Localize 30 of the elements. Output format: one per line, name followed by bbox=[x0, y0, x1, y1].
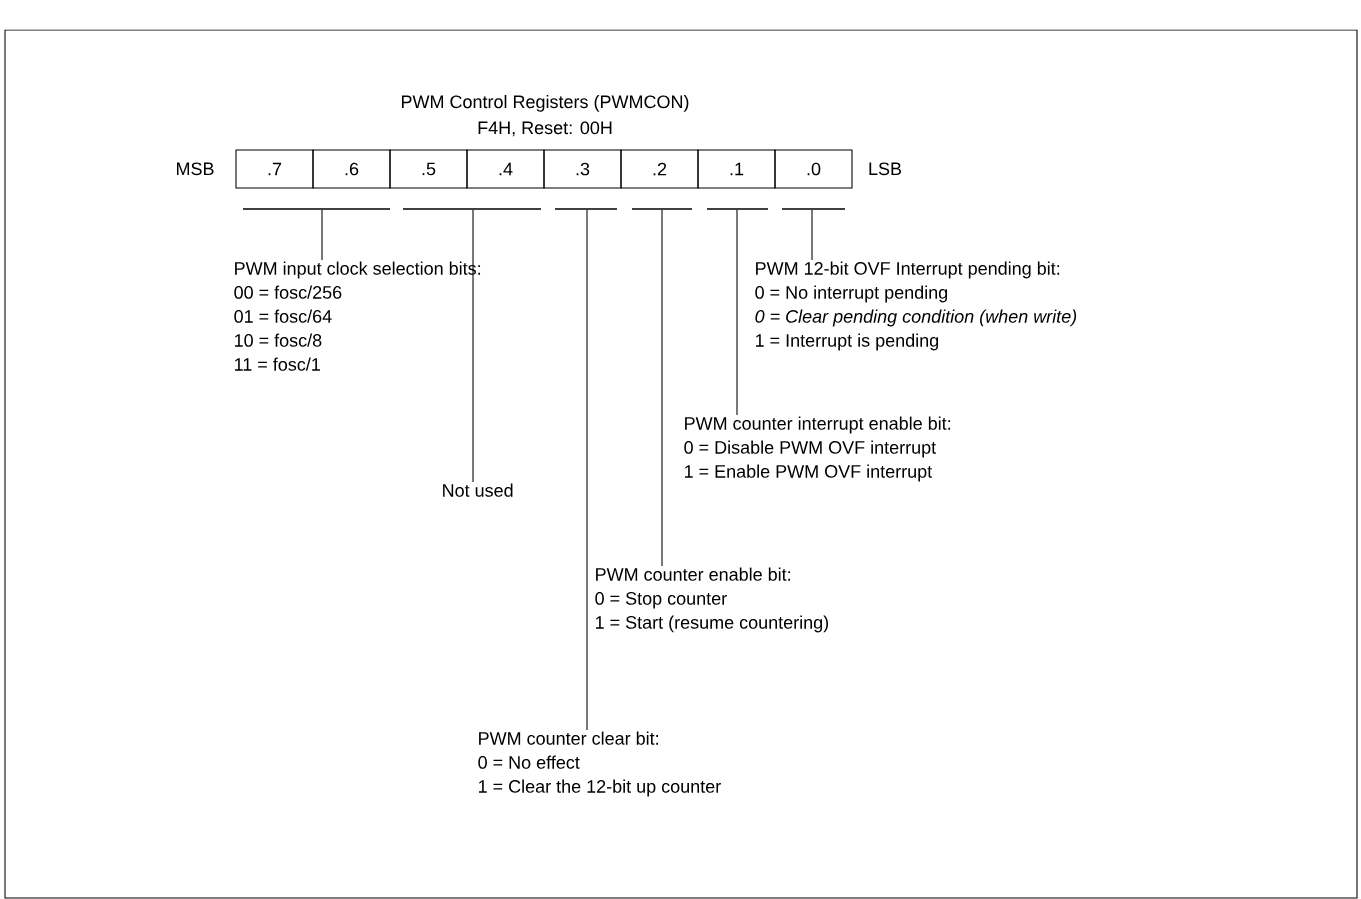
underline-bar bbox=[707, 208, 768, 210]
bit-description: PWM counter interrupt enable bit: 0 = Disable PWM OVF interrupt 1 = Enable PWM OVF interrupt bbox=[684, 416, 951, 482]
bit-cell: .3 bbox=[543, 149, 622, 189]
bit-cell: .4 bbox=[466, 149, 545, 189]
underline-bar bbox=[243, 208, 390, 210]
leader-line bbox=[661, 209, 663, 567]
underline-bar bbox=[782, 208, 845, 210]
bit-description: PWM counter clear bit: 0 = No effect 1 = Clear the 12-bit up counter bbox=[478, 731, 721, 797]
underline-bar bbox=[555, 208, 617, 210]
bit-cell: .7 bbox=[235, 149, 314, 189]
leader-line bbox=[321, 209, 323, 261]
leader-line bbox=[472, 209, 474, 483]
bit-cell: .6 bbox=[312, 149, 391, 189]
leader-line bbox=[811, 209, 813, 261]
bit-description: PWM input clock selection bits: 00 = fosc/256 01 = fosc/64 10 = fosc/8 11 = fosc/1 bbox=[234, 261, 481, 371]
title: PWM Control Registers (PWMCON) bbox=[402, 94, 689, 112]
bit-cell: .5 bbox=[389, 149, 468, 189]
bit-description: PWM 12-bit OVF Interrupt pending bit: 0 = No interrupt pending 0 = Clear pending condition (when write) 1 = Interrupt is pending bbox=[755, 261, 1077, 351]
bit-cell: .2 bbox=[620, 149, 699, 189]
subtitle: F4H, Reset: 00H bbox=[478, 121, 612, 137]
underline-bar bbox=[403, 208, 541, 210]
leader-line bbox=[736, 209, 738, 416]
bit-cell: .1 bbox=[697, 149, 776, 189]
bit-label: LSB bbox=[869, 162, 902, 176]
bit-description: PWM counter enable bit: 0 = Stop counter 1 = Start (resume countering) bbox=[595, 567, 829, 633]
underline-bar bbox=[632, 208, 692, 210]
leader-line bbox=[586, 209, 588, 731]
bit-cell: .0 bbox=[774, 149, 853, 189]
bit-label: MSB bbox=[177, 162, 214, 176]
bit-description: Not used bbox=[443, 483, 513, 497]
